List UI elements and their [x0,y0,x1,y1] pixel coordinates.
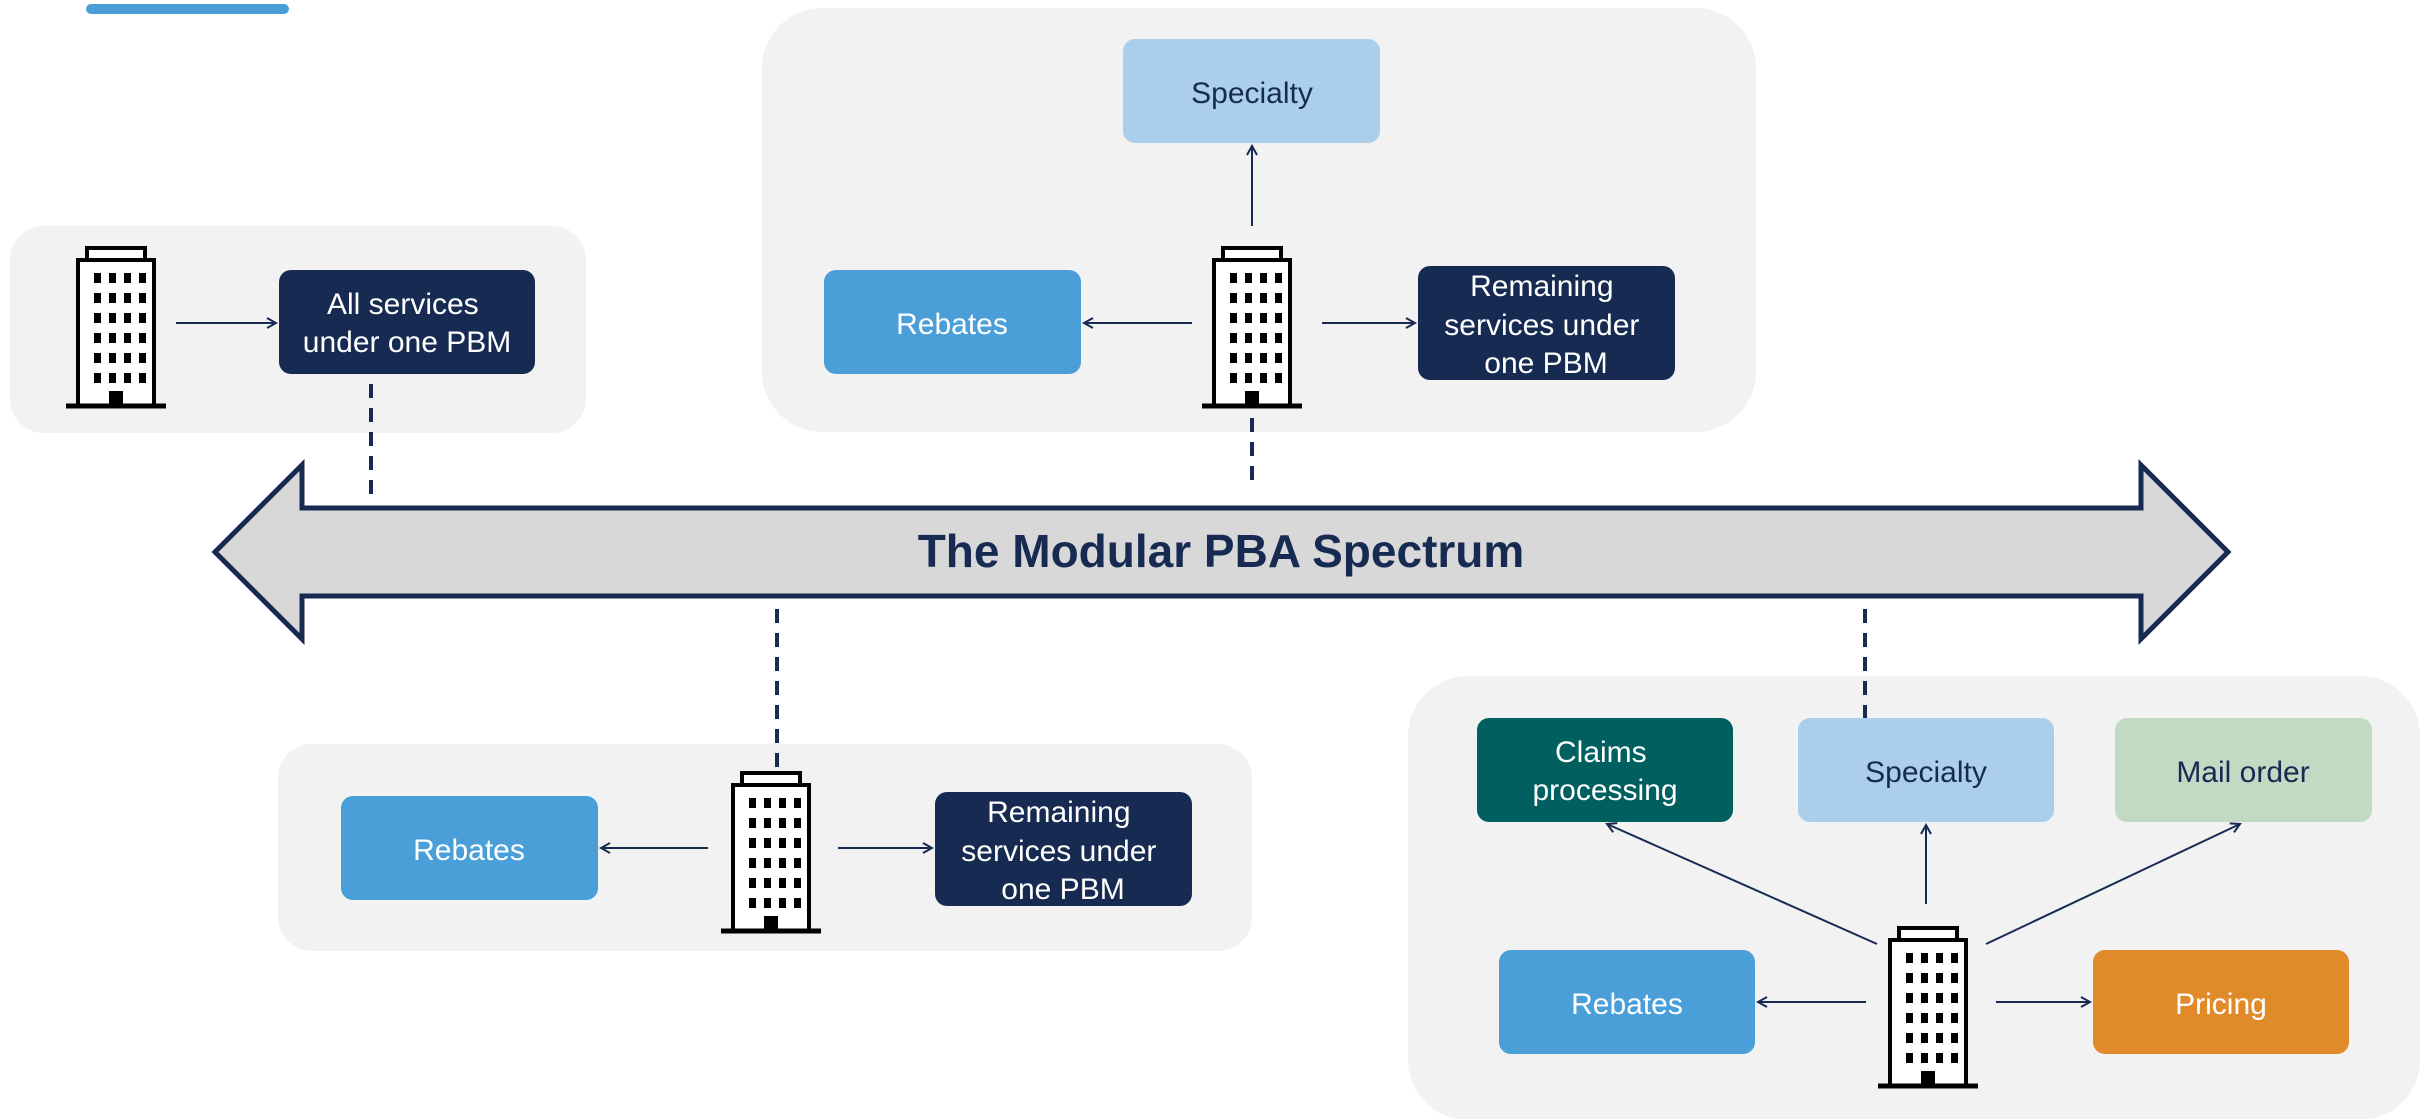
box-mail-order-label: Mail order [2176,756,2309,789]
box-claims-processing-label: Claims processing [1532,736,1677,807]
box-all-services-label: All services under one PBM [303,288,511,359]
box-pricing [2093,950,2349,1054]
office-building-icon [721,773,821,931]
label-line: Remaining [987,796,1130,829]
label-line: under one PBM [303,326,511,359]
label-line: services under [961,835,1156,868]
box-remaining-services-label: Remaining services under one PBM [961,796,1164,906]
box-claims-processing [1477,718,1733,822]
office-building-icon [1878,928,1978,1086]
office-building-icon [1202,248,1302,406]
box-specialty [1798,718,2054,822]
office-building-icon [66,248,166,406]
label-line: one PBM [1001,873,1124,906]
box-rebates [824,270,1081,374]
box-rebates-label: Rebates [896,308,1008,341]
label-line: Remaining [1470,270,1613,303]
arrow-to-mail-order [1985,824,2240,945]
label-line: All services [327,288,479,321]
box-rebates-label: Rebates [1571,988,1683,1021]
spectrum-title: The Modular PBA Spectrum [918,525,1525,577]
box-specialty-label: Specialty [1865,756,1987,789]
label-line: services under [1444,309,1639,342]
box-remaining-services [1418,266,1675,380]
box-mail-order [2115,718,2372,822]
box-remaining-services-label: Remaining services under one PBM [1444,270,1647,380]
spectrum-arrow [211,458,2232,646]
accent-bar [86,4,289,14]
label-line: one PBM [1484,347,1607,380]
box-all-services [279,270,535,374]
arrow-to-claims-processing [1607,824,1878,945]
box-rebates-label: Rebates [413,834,525,867]
box-remaining-services [935,792,1192,906]
box-pricing-label: Pricing [2175,988,2267,1021]
box-specialty [1123,39,1380,143]
label-line: Claims [1555,736,1647,769]
box-specialty-label: Specialty [1191,77,1313,110]
box-rebates [1499,950,1755,1054]
box-rebates [341,796,598,900]
label-line: processing [1532,774,1677,807]
